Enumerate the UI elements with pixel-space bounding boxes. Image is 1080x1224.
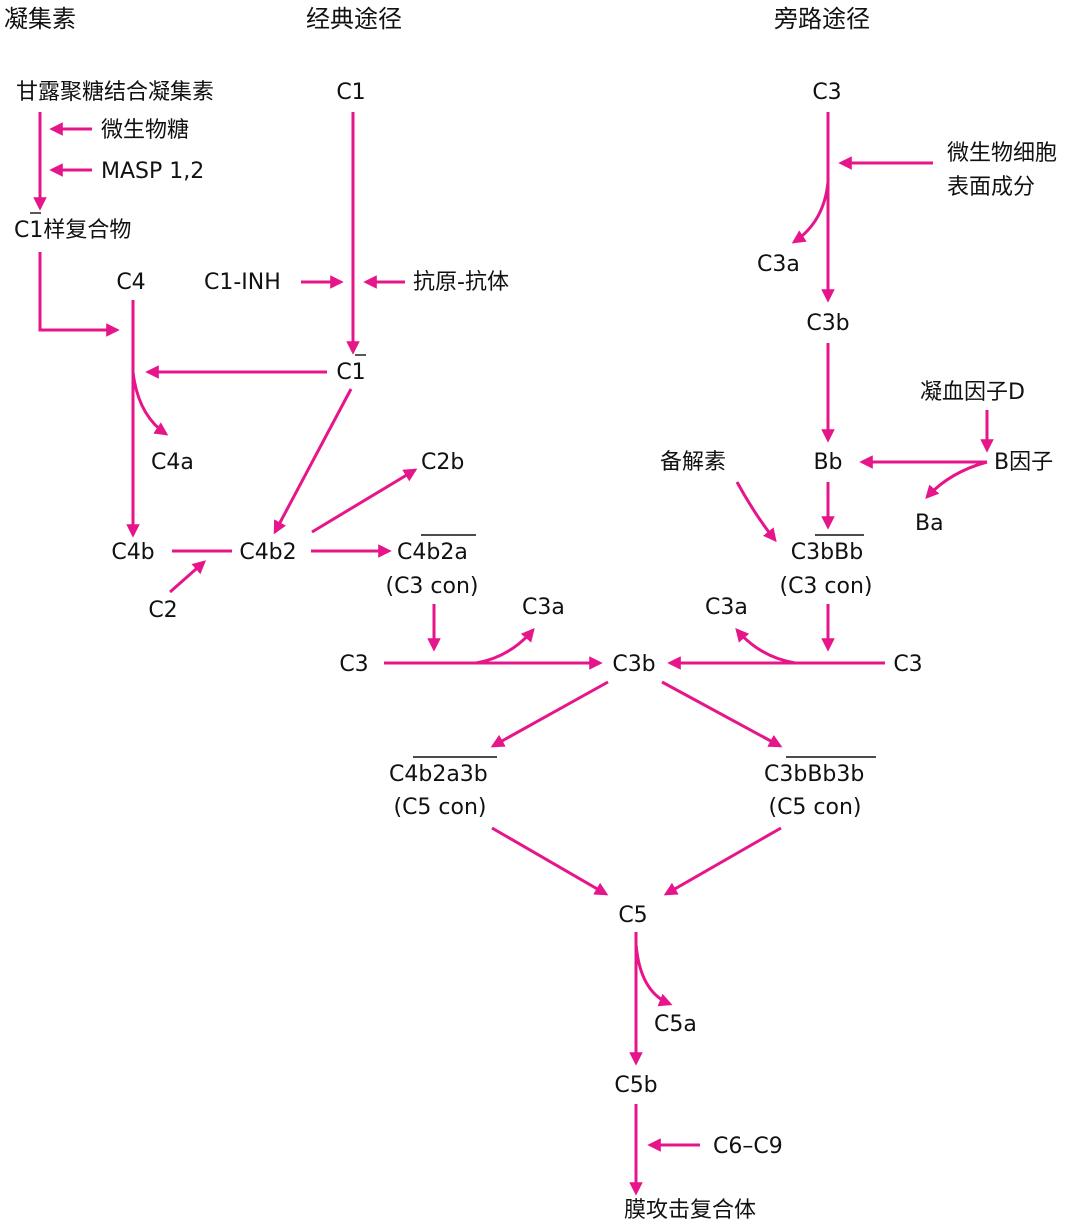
node-factor-d: 凝血因子D: [920, 380, 1025, 405]
node-c5-convertase-left: (C5 con): [393, 795, 486, 820]
arrow-c1bar-to-c4b2: [273, 388, 353, 535]
node-c4b2: C4b2: [239, 540, 296, 565]
node-c3a-right: C3a: [705, 595, 748, 620]
node-c1: C1: [336, 80, 365, 105]
arrow-c4b2-to-c2b: [311, 468, 418, 534]
arrow-c3b-to-c4b2a3b: [490, 680, 609, 748]
node-c3-convertase-right: (C3 con): [779, 574, 872, 599]
node-c3a-alt: C3a: [757, 252, 800, 277]
node-c5a: C5a: [654, 1012, 697, 1037]
node-c1-inh: C1-INH: [204, 270, 281, 295]
header-lectin-pathway: 凝集素: [4, 5, 76, 33]
arrow-factor-b-to-ba: [925, 460, 988, 499]
node-mbl: 甘露聚糖结合凝集素: [16, 80, 214, 105]
arrow-c3b-to-c3bbb3b: [661, 680, 783, 748]
arrow-c2-in: [169, 560, 207, 594]
node-c3-convertase-left: (C3 con): [385, 574, 478, 599]
node-c5: C5: [618, 903, 647, 928]
node-c3-alt: C3: [812, 80, 841, 105]
node-c6-c9: C6–C9: [713, 1134, 783, 1159]
node-c3bbb3b: C3bBb3b: [764, 762, 864, 787]
arrow-c4-to-c4a: [131, 371, 169, 436]
node-c1-like-complex: C1样复合物: [14, 218, 131, 243]
node-c5b: C5b: [614, 1073, 657, 1098]
node-properdin: 备解素: [660, 450, 726, 475]
arrow-c5-to-c5a: [634, 943, 673, 1007]
arrow-c3-right-to-c3a: [735, 627, 796, 665]
node-c3b-alt: C3b: [806, 311, 849, 336]
node-c4b2a: C4b2a: [397, 540, 468, 565]
node-bb: Bb: [813, 450, 842, 475]
arrow-c3bbb3b-to-c5: [663, 826, 782, 896]
node-c4b: C4b: [111, 540, 154, 565]
node-ba: Ba: [915, 511, 944, 536]
node-membrane-attack-complex: 膜攻击复合体: [624, 1198, 756, 1223]
arrow-c3alt-to-c3a: [791, 181, 830, 244]
node-c4b2a3b: C4b2a3b: [389, 762, 488, 787]
node-c4a: C4a: [151, 450, 194, 475]
node-antigen-antibody: 抗原-抗体: [413, 270, 509, 295]
node-c3-right: C3: [893, 652, 922, 677]
node-c5-convertase-right: (C5 con): [768, 795, 861, 820]
arrow-c4b2a3b-to-c5: [491, 826, 609, 896]
node-c1-activated: C1: [336, 360, 365, 385]
header-classical-pathway: 经典途径: [306, 5, 402, 33]
node-c4: C4: [116, 270, 145, 295]
node-c3b-center: C3b: [612, 652, 655, 677]
node-c3a-left: C3a: [522, 595, 565, 620]
header-alternative-pathway: 旁路途径: [774, 5, 870, 33]
arrow-c3-left-to-c3a: [475, 627, 535, 665]
node-c3bbb: C3bBb: [791, 540, 863, 565]
arrow-properdin-in: [735, 481, 777, 543]
node-c3-left: C3: [339, 652, 368, 677]
node-microbial-surface-line2: 表面成分: [947, 175, 1035, 200]
node-masp: MASP 1,2: [101, 159, 204, 184]
node-c2: C2: [148, 598, 177, 623]
node-factor-b: B因子: [994, 450, 1053, 475]
arrow-c1-like-to-c4: [38, 252, 120, 337]
node-c2b: C2b: [421, 450, 464, 475]
node-microbial-sugar: 微生物糖: [101, 118, 189, 143]
node-microbial-surface-line1: 微生物细胞: [947, 141, 1057, 166]
